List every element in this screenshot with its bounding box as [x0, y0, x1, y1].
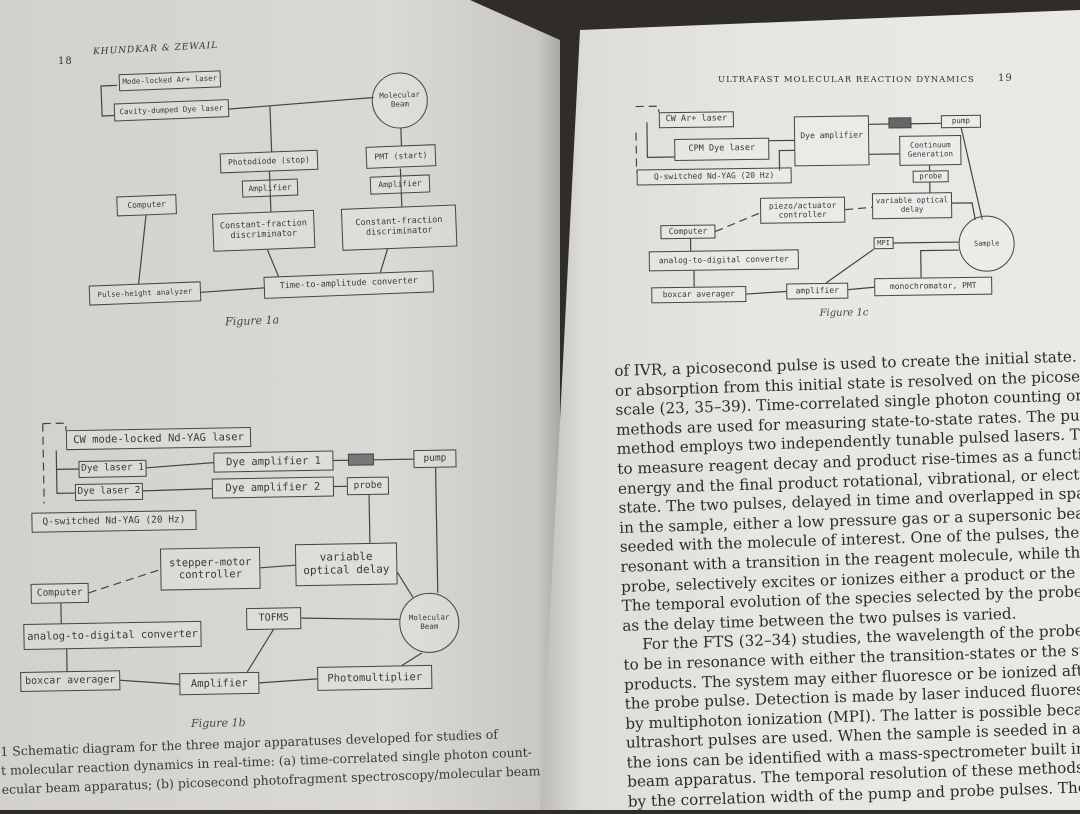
stepper-motor-controller-box: stepper-motor controller	[160, 547, 261, 591]
boxcar-averager-box: boxcar averager	[651, 286, 746, 303]
adc-box: analog-to-digital converter	[23, 621, 201, 650]
amplifier-box: amplifier	[786, 283, 848, 300]
piezo-actuator-controller-box: piezo/actuator controller	[760, 197, 845, 224]
dye-amplifier-box: Dye amplifier	[794, 115, 870, 166]
pump-box: pump	[941, 115, 981, 129]
q-switched-yag-box: Q-switched Nd-YAG (20 Hz)	[31, 510, 196, 533]
body-text: of IVR, a picosecond pulse is used to cr…	[614, 347, 1080, 812]
tofms-box: TOFMS	[246, 607, 301, 630]
dye-amplifier-1-box: Dye amplifier 1	[213, 451, 333, 473]
figure-1b-label: Figure 1b	[191, 716, 246, 730]
computer-box: Computer	[660, 224, 715, 239]
dye-amplifier-2-box: Dye amplifier 2	[212, 477, 334, 499]
continuum-generation-box: Continuum Generation	[899, 135, 961, 166]
cpm-dye-laser-box: CPM Dye laser	[674, 138, 769, 161]
figure-1c-label: Figure 1c	[820, 307, 869, 319]
monochromator-pmt-box: monochromator, PMT	[874, 277, 992, 297]
probe-box: probe	[913, 170, 949, 183]
mpi-box: MPI	[874, 237, 894, 249]
dye-laser-2-box: Dye laser 2	[75, 483, 143, 501]
variable-optical-delay-box: variable optical delay	[872, 192, 952, 219]
boxcar-averager-box: boxcar averager	[20, 670, 120, 692]
amplifier-box: Amplifier	[179, 672, 259, 695]
figure-1c: CW Ar+ laser CPM Dye laser Dye amplifier…	[0, 0, 1080, 341]
q-switched-yag-box: Q-switched Nd-YAG (20 Hz)	[637, 167, 792, 185]
adc-box: analog-to-digital converter	[649, 249, 799, 271]
photomultiplier-box: Photomultiplier	[317, 665, 432, 691]
cw-ar-laser-box: CW Ar+ laser	[659, 111, 734, 128]
computer-box: Computer	[31, 583, 89, 604]
cw-mode-locked-yag-box: CW mode-locked Nd-YAG laser	[66, 427, 251, 450]
pump-box: pump	[413, 449, 456, 468]
variable-optical-delay-box: variable optical delay	[295, 542, 398, 586]
probe-box: probe	[347, 477, 389, 496]
dye-laser-1-box: Dye laser 1	[78, 460, 146, 478]
